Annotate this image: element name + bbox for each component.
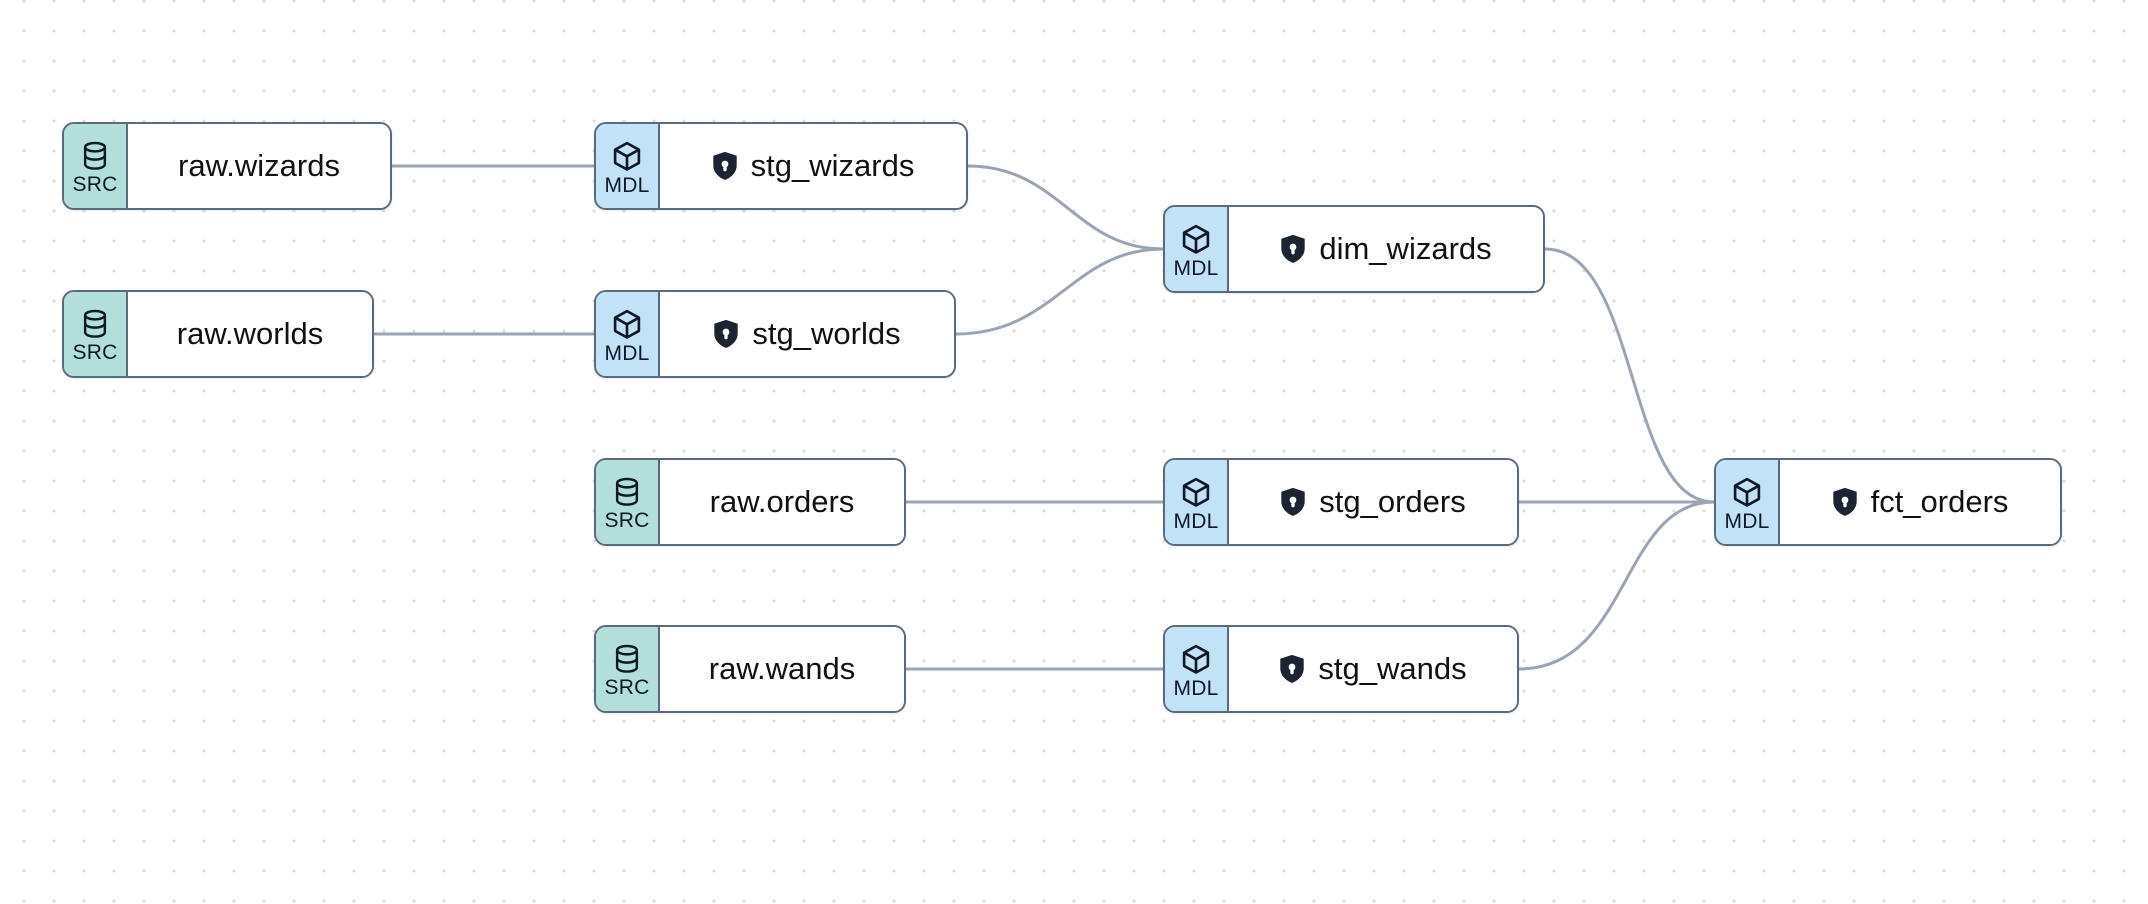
cube-icon xyxy=(1180,477,1212,510)
node-title: stg_wands xyxy=(1318,651,1467,686)
cube-icon xyxy=(1731,477,1763,510)
node-badge-label: SRC xyxy=(72,341,118,364)
node-fct-orders[interactable]: MDL fct_orders xyxy=(1714,458,2062,546)
node-title: stg_wizards xyxy=(750,148,915,183)
node-badge-mdl: MDL xyxy=(596,124,660,208)
shield-lock-icon xyxy=(1280,487,1306,517)
node-body: raw.wands xyxy=(660,627,904,711)
node-stg-wands[interactable]: MDL stg_wands xyxy=(1163,625,1519,713)
node-badge-mdl: MDL xyxy=(1165,627,1229,711)
node-badge-mdl: MDL xyxy=(596,292,660,376)
edge-stg-wands-to-fct-orders xyxy=(1517,500,1716,671)
node-dim-wizards[interactable]: MDL dim_wizards xyxy=(1163,205,1545,293)
node-badge-label: MDL xyxy=(604,173,650,197)
node-badge-mdl: MDL xyxy=(1165,207,1229,291)
node-stg-worlds[interactable]: MDL stg_worlds xyxy=(594,290,956,378)
database-icon xyxy=(612,477,642,509)
node-badge-label: MDL xyxy=(1173,676,1219,700)
node-badge-label: MDL xyxy=(1173,509,1219,533)
node-stg-wizards[interactable]: MDL stg_wizards xyxy=(594,122,968,210)
node-badge-label: MDL xyxy=(604,341,650,365)
node-badge-src: SRC xyxy=(596,627,660,711)
cube-icon xyxy=(1180,224,1212,257)
node-body: stg_wizards xyxy=(660,124,966,208)
node-title: fct_orders xyxy=(1870,484,2009,519)
node-body: raw.worlds xyxy=(128,292,372,376)
node-body: stg_orders xyxy=(1229,460,1517,544)
shield-lock-icon xyxy=(1832,487,1858,517)
node-raw-wizards[interactable]: SRC raw.wizards xyxy=(62,122,392,210)
node-body: dim_wizards xyxy=(1229,207,1543,291)
node-raw-wands[interactable]: SRC raw.wands xyxy=(594,625,906,713)
database-icon xyxy=(80,309,110,341)
shield-lock-icon xyxy=(713,319,739,349)
node-stg-orders[interactable]: MDL stg_orders xyxy=(1163,458,1519,546)
node-badge-label: MDL xyxy=(1724,509,1770,533)
node-badge-mdl: MDL xyxy=(1716,460,1780,544)
node-body: raw.orders xyxy=(660,460,904,544)
node-title: dim_wizards xyxy=(1319,231,1492,266)
node-title: raw.worlds xyxy=(176,316,324,351)
node-title: raw.wizards xyxy=(178,148,340,183)
shield-lock-icon xyxy=(712,151,738,181)
node-badge-mdl: MDL xyxy=(1165,460,1229,544)
node-title: stg_worlds xyxy=(752,316,901,351)
node-body: stg_wands xyxy=(1229,627,1517,711)
cube-icon xyxy=(611,141,643,174)
node-title: raw.orders xyxy=(709,484,855,519)
node-badge-src: SRC xyxy=(64,124,128,208)
database-icon xyxy=(80,141,110,173)
node-badge-label: MDL xyxy=(1173,256,1219,280)
node-badge-label: SRC xyxy=(604,676,650,699)
node-badge-src: SRC xyxy=(596,460,660,544)
node-badge-label: SRC xyxy=(72,173,118,196)
node-raw-orders[interactable]: SRC raw.orders xyxy=(594,458,906,546)
cube-icon xyxy=(611,309,643,342)
shield-lock-icon xyxy=(1279,654,1305,684)
node-body: fct_orders xyxy=(1780,460,2060,544)
node-title: stg_orders xyxy=(1319,484,1466,519)
cube-icon xyxy=(1180,644,1212,677)
node-badge-label: SRC xyxy=(604,509,650,532)
node-badge-src: SRC xyxy=(64,292,128,376)
node-body: raw.wizards xyxy=(128,124,390,208)
edge-dim-wizards-to-fct-orders xyxy=(1543,247,1716,504)
node-body: stg_worlds xyxy=(660,292,954,376)
node-raw-worlds[interactable]: SRC raw.worlds xyxy=(62,290,374,378)
database-icon xyxy=(612,644,642,676)
edge-stg-wizards-to-dim-wizards xyxy=(966,164,1165,251)
node-title: raw.wands xyxy=(708,651,856,686)
edge-stg-worlds-to-dim-wizards xyxy=(954,247,1165,336)
shield-lock-icon xyxy=(1280,234,1306,264)
